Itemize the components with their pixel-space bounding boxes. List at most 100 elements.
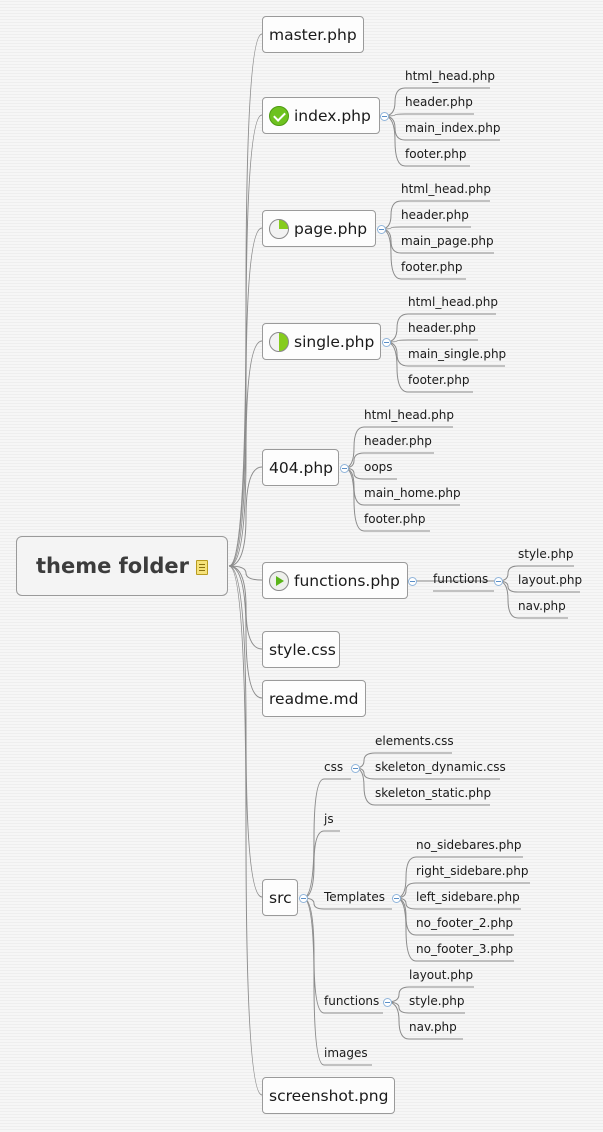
connector-line xyxy=(228,565,263,581)
connector-line xyxy=(228,466,263,567)
collapse-toggle-src-functions[interactable] xyxy=(383,998,392,1007)
leaf-nav-php[interactable]: nav.php xyxy=(409,1020,457,1034)
leaf-no-sidebares-php[interactable]: no_sidebares.php xyxy=(416,838,522,852)
connector-line xyxy=(228,565,263,898)
connector-line xyxy=(302,830,325,899)
node-templates[interactable]: Templates xyxy=(324,890,386,904)
leaf-footer-php[interactable]: footer.php xyxy=(408,373,470,387)
check-icon xyxy=(269,105,289,126)
leaf-header-php[interactable]: header.php xyxy=(364,434,432,448)
leaf-no-footer-3-php[interactable]: no_footer_3.php xyxy=(416,942,514,956)
leaf-header-php[interactable]: header.php xyxy=(408,321,476,335)
node-images[interactable]: images xyxy=(324,1046,368,1060)
leaf-header-php[interactable]: header.php xyxy=(401,208,469,222)
topic-functions-php[interactable]: functions.php xyxy=(262,562,408,599)
leaf-footer-php[interactable]: footer.php xyxy=(401,260,463,274)
topic-page-php[interactable]: page.php xyxy=(262,210,376,247)
leaf-main-home-php[interactable]: main_home.php xyxy=(364,486,461,500)
leaf-header-php[interactable]: header.php xyxy=(405,95,473,109)
connector-line xyxy=(228,565,263,650)
topic-label: page.php xyxy=(294,219,368,238)
leaf-layout-php[interactable]: layout.php xyxy=(409,968,474,982)
leaf-nav-php[interactable]: nav.php xyxy=(518,599,566,613)
collapse-toggle-functions[interactable] xyxy=(408,577,417,586)
node-js[interactable]: js xyxy=(324,812,334,826)
node-functions[interactable]: functions xyxy=(433,572,489,586)
topic-label: readme.md xyxy=(269,689,359,708)
connector-line xyxy=(380,228,402,280)
leaf-oops[interactable]: oops xyxy=(364,460,393,474)
connector-line xyxy=(228,227,263,567)
collapse-toggle-css[interactable] xyxy=(351,764,360,773)
connector-line xyxy=(497,580,519,619)
connector-line xyxy=(383,87,406,117)
connector-line xyxy=(343,426,365,469)
topic-readme-md[interactable]: readme.md xyxy=(262,680,366,717)
leaf-html-head-php[interactable]: html_head.php xyxy=(405,69,495,83)
topic-label: functions.php xyxy=(294,571,400,590)
leaf-layout-php[interactable]: layout.php xyxy=(518,573,583,587)
collapse-toggle-templates[interactable] xyxy=(392,894,401,903)
leaf-footer-php[interactable]: footer.php xyxy=(364,512,426,526)
connector-line xyxy=(395,856,417,899)
topic-label: style.css xyxy=(269,640,336,659)
topic-label: single.php xyxy=(294,332,375,351)
connector-line xyxy=(302,778,325,899)
leaf-html-head-php[interactable]: html_head.php xyxy=(408,295,498,309)
topic-label: 404.php xyxy=(269,458,334,477)
root-topic-theme-folder[interactable]: theme folder xyxy=(16,536,228,596)
topic-master-php[interactable]: master.php xyxy=(262,16,364,53)
topic-style-css[interactable]: style.css xyxy=(262,631,340,668)
node-css[interactable]: css xyxy=(324,760,344,774)
leaf-skeleton-dynamic-css[interactable]: skeleton_dynamic.css xyxy=(375,760,506,774)
topic-label: screenshot.png xyxy=(269,1086,389,1105)
root-label: theme folder xyxy=(35,554,190,578)
connector-line xyxy=(395,897,417,962)
connector-line xyxy=(228,565,263,1096)
topic-single-php[interactable]: single.php xyxy=(262,323,381,360)
connector-line xyxy=(383,115,406,167)
node-src-functions[interactable]: functions xyxy=(324,994,380,1008)
collapse-toggle-single[interactable] xyxy=(382,338,391,347)
leaf-skeleton-static-php[interactable]: skeleton_static.php xyxy=(375,786,492,800)
leaf-no-footer-2-php[interactable]: no_footer_2.php xyxy=(416,916,514,930)
connector-line xyxy=(395,897,417,936)
leaf-style-php[interactable]: style.php xyxy=(409,994,465,1008)
connector-line xyxy=(302,897,325,1066)
connector-line xyxy=(228,340,263,567)
collapse-toggle-page[interactable] xyxy=(377,225,386,234)
note-icon xyxy=(196,559,209,575)
half-progress-icon xyxy=(269,331,289,352)
connector-line xyxy=(343,467,365,506)
leaf-right-sidebare-php[interactable]: right_sidebare.php xyxy=(416,864,529,878)
play-icon xyxy=(269,570,289,591)
leaf-main-page-php[interactable]: main_page.php xyxy=(401,234,494,248)
leaf-html-head-php[interactable]: html_head.php xyxy=(401,182,491,196)
collapse-toggle-404[interactable] xyxy=(340,464,349,473)
connector-line xyxy=(385,313,409,343)
leaf-footer-php[interactable]: footer.php xyxy=(405,147,467,161)
collapse-toggle-functions-sub[interactable] xyxy=(494,577,503,586)
connector-line xyxy=(354,767,376,806)
connector-line xyxy=(302,897,325,1014)
connector-line xyxy=(228,114,263,567)
topic-screenshot-png[interactable]: screenshot.png xyxy=(262,1077,395,1114)
topic-label: master.php xyxy=(269,25,357,44)
leaf-html-head-php[interactable]: html_head.php xyxy=(364,408,454,422)
collapse-toggle-src[interactable] xyxy=(299,894,308,903)
leaf-elements-css[interactable]: elements.css xyxy=(375,734,454,748)
leaf-main-index-php[interactable]: main_index.php xyxy=(405,121,501,135)
topic-src[interactable]: src xyxy=(262,879,298,916)
collapse-toggle-index[interactable] xyxy=(380,112,389,121)
connector-line xyxy=(385,341,409,393)
leaf-main-single-php[interactable]: main_single.php xyxy=(408,347,507,361)
leaf-left-sidebare-php[interactable]: left_sidebare.php xyxy=(416,890,520,904)
topic-index-php[interactable]: index.php xyxy=(262,97,380,134)
connector-line xyxy=(343,467,365,532)
connector-line xyxy=(386,1001,410,1040)
topic-404-php[interactable]: 404.php xyxy=(262,449,339,486)
topic-label: src xyxy=(269,888,292,907)
connector-line xyxy=(228,33,263,567)
quarter-progress-icon xyxy=(269,218,289,239)
leaf-style-php[interactable]: style.php xyxy=(518,547,574,561)
